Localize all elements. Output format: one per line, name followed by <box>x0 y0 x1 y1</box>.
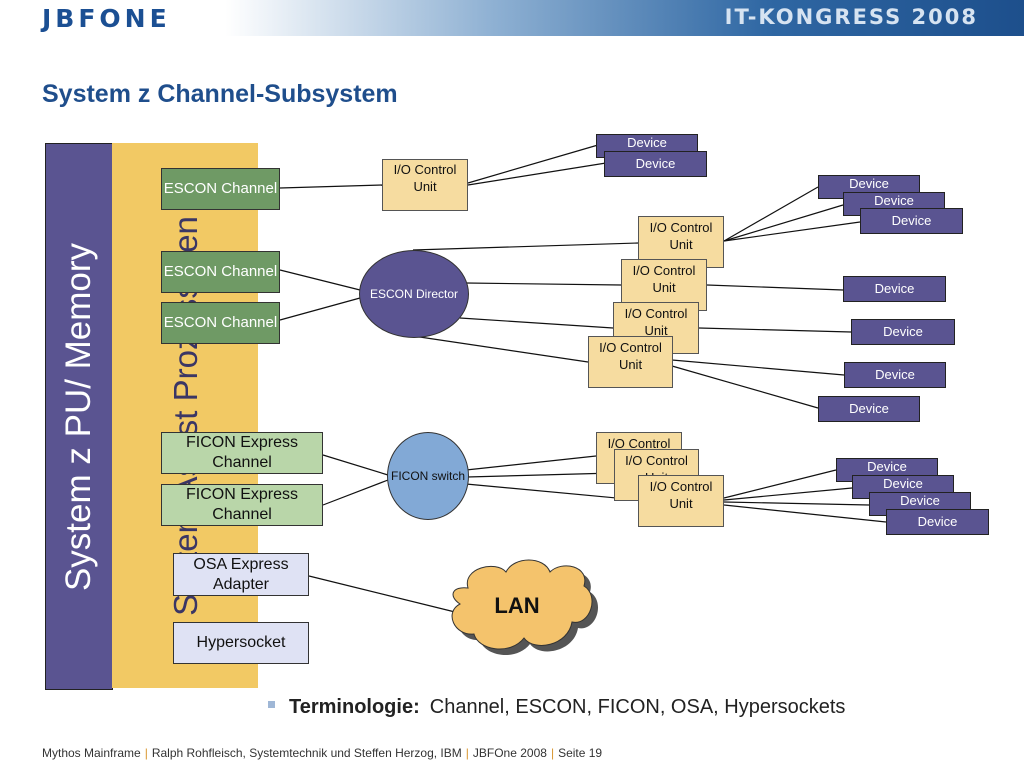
footer: Mythos Mainframe|Ralph Rohfleisch, Syste… <box>42 746 602 760</box>
connection-line <box>706 284 844 291</box>
connection-line <box>465 282 622 286</box>
terminology-bullet: Terminologie: Channel, ESCON, FICON, OSA,… <box>268 696 845 719</box>
connection-line <box>279 184 383 189</box>
pu-memory-band: System z PU/ Memory <box>45 143 113 690</box>
connection-line <box>723 186 819 242</box>
lan-cloud-shape <box>451 559 599 656</box>
connection-line <box>279 297 361 321</box>
connection-line <box>412 242 639 251</box>
connection-line <box>723 487 853 501</box>
escon-channel-2: ESCON Channel <box>161 251 280 293</box>
connection-line <box>322 454 389 476</box>
connection-line <box>723 504 887 523</box>
connection-line <box>467 162 607 186</box>
connection-line <box>465 455 597 471</box>
connection-line <box>459 317 614 329</box>
connection-line <box>723 204 844 242</box>
footer-part2: Ralph Rohfleisch, Systemtechnik und Stef… <box>151 746 462 760</box>
osa-express-adapter: OSA Express Adapter <box>173 553 309 596</box>
connection-line <box>671 359 845 376</box>
terminology-text: Channel, ESCON, FICON, OSA, Hypersockets <box>429 696 846 718</box>
ficon-express-channel-2: FICON Express Channel <box>161 484 323 526</box>
footer-part3: JBFOne 2008 <box>472 746 547 760</box>
footer-separator: | <box>144 746 148 760</box>
connection-line <box>465 483 639 501</box>
lan-label: LAN <box>494 593 540 618</box>
io-control-unit: I/O Control Unit <box>382 159 468 211</box>
connection-line <box>723 501 870 506</box>
hypersocket-box: Hypersocket <box>173 622 309 664</box>
ficon-switch: FICON switch <box>387 432 469 520</box>
io-control-unit: I/O Control Unit <box>588 336 673 388</box>
header-bar: JBFONE IT-KONGRESS 2008 <box>0 0 1024 36</box>
connection-line <box>466 472 615 478</box>
connection-line <box>671 365 819 409</box>
connection-line <box>723 469 837 499</box>
connection-line <box>467 144 599 184</box>
device-box: Device <box>818 396 920 422</box>
connection-line <box>279 269 361 291</box>
device-box: Device <box>604 151 707 177</box>
sap-band: System Assist Prozessoren <box>112 143 258 688</box>
connection-line <box>308 575 456 613</box>
footer-part4: Seite 19 <box>558 746 603 760</box>
escon-channel-1: ESCON Channel <box>161 168 280 210</box>
device-box: Device <box>886 509 989 535</box>
terminology-term: Terminologie: <box>289 696 420 718</box>
device-box: Device <box>844 362 946 388</box>
footer-part1: Mythos Mainframe <box>42 746 141 760</box>
connection-line <box>698 327 852 333</box>
device-box: Device <box>860 208 963 234</box>
device-box: Device <box>843 276 946 302</box>
bullet-square-icon <box>268 701 275 709</box>
connection-line <box>412 335 589 363</box>
io-control-unit: I/O Control Unit <box>638 475 724 527</box>
device-box: Device <box>851 319 955 345</box>
jbfone-logo: JBFONE <box>42 4 171 33</box>
slide-title: System z Channel-Subsystem <box>42 80 398 108</box>
footer-separator: | <box>465 746 469 760</box>
connection-line <box>723 221 861 242</box>
connection-line <box>322 479 389 506</box>
escon-director: ESCON Director <box>359 250 469 338</box>
ficon-express-channel-1: FICON Express Channel <box>161 432 323 474</box>
congress-title: IT-KONGRESS 2008 <box>724 5 978 29</box>
footer-separator: | <box>550 746 555 760</box>
escon-channel-3: ESCON Channel <box>161 302 280 344</box>
